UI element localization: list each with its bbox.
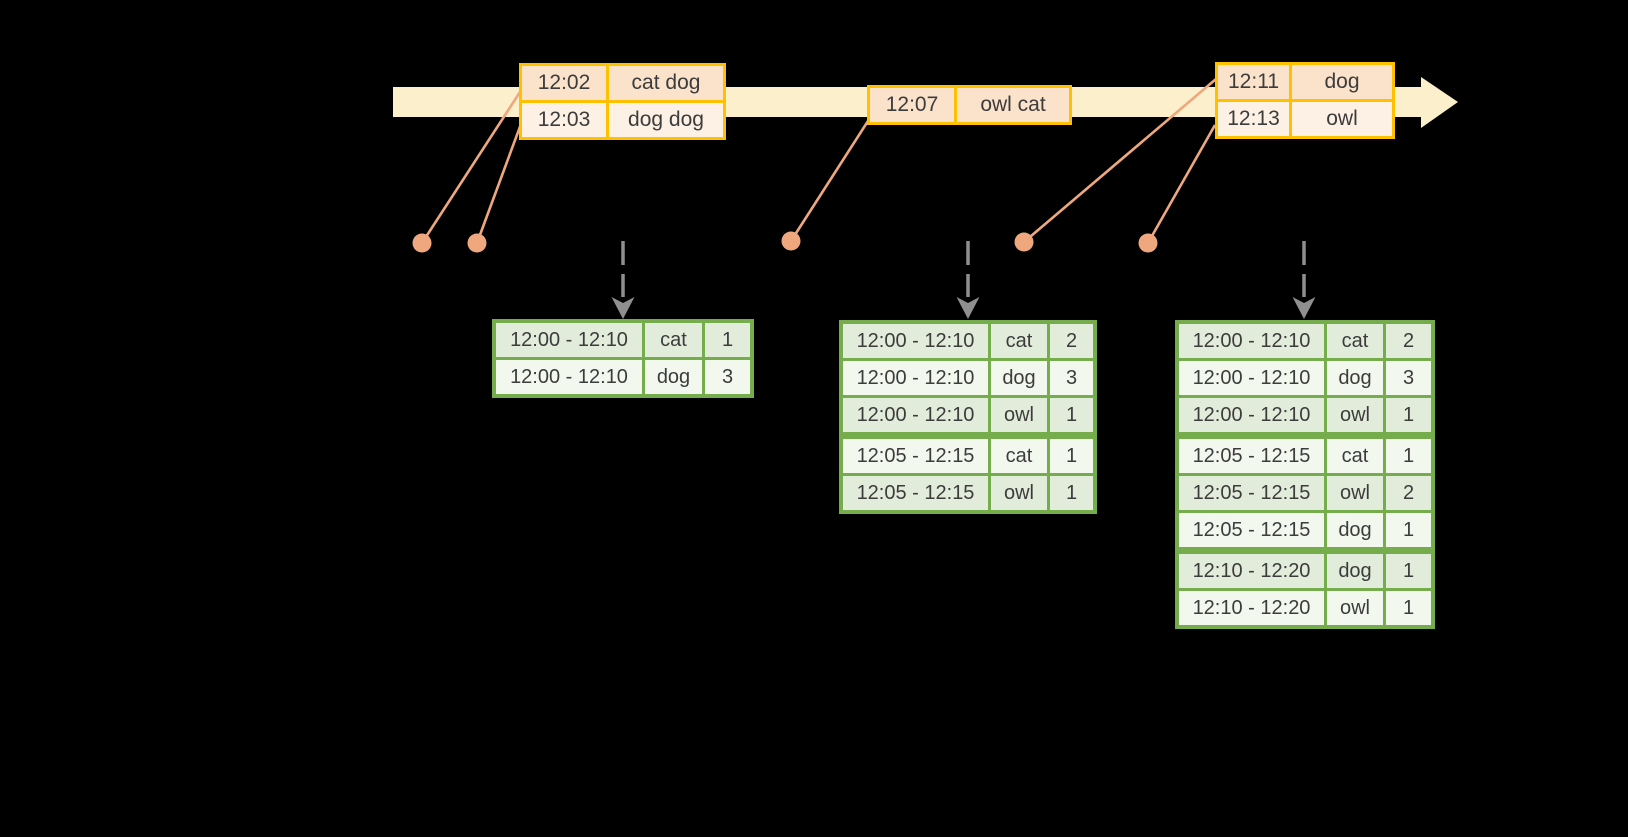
word-cell: cat: [1327, 439, 1383, 473]
trigger-arrowhead-icon: [956, 297, 980, 319]
event-connector-line: [1023, 78, 1217, 243]
event-words-cell: cat dog: [609, 66, 723, 100]
event-connector-line: [420, 91, 522, 244]
count-cell: 1: [1386, 398, 1431, 432]
event-dot: [467, 233, 487, 253]
word-cell: cat: [645, 323, 702, 357]
window-cell: 12:10 - 12:20: [1179, 591, 1324, 625]
window-cell: 12:00 - 12:10: [496, 360, 642, 394]
word-cell: dog: [1327, 554, 1383, 588]
count-cell: 1: [1386, 554, 1431, 588]
count-cell: 1: [1386, 439, 1431, 473]
count-cell: 1: [1386, 591, 1431, 625]
event-dot: [781, 231, 801, 251]
event-connector-line: [475, 123, 523, 244]
count-cell: 1: [705, 323, 750, 357]
word-cell: owl: [1327, 476, 1383, 510]
word-cell: cat: [991, 439, 1047, 473]
count-cell: 1: [1386, 513, 1431, 547]
count-cell: 1: [1050, 476, 1093, 510]
window-cell: 12:00 - 12:10: [1179, 361, 1324, 395]
trigger-arrowhead-icon: [611, 297, 635, 319]
event-time-cell: 12:11: [1218, 65, 1289, 99]
window-cell: 12:00 - 12:10: [496, 323, 642, 357]
window-cell: 12:05 - 12:15: [1179, 476, 1324, 510]
word-cell: owl: [991, 476, 1047, 510]
event-words-cell: owl: [1292, 102, 1392, 136]
count-cell: 3: [1050, 361, 1093, 395]
timeline-arrowhead-icon: [1421, 77, 1458, 128]
window-cell: 12:05 - 12:15: [843, 476, 988, 510]
count-cell: 1: [1050, 398, 1093, 432]
event-words-cell: dog: [1292, 65, 1392, 99]
window-cell: 12:05 - 12:15: [1179, 439, 1324, 473]
word-cell: owl: [991, 398, 1047, 432]
word-cell: owl: [1327, 398, 1383, 432]
window-cell: 12:10 - 12:20: [1179, 554, 1324, 588]
count-cell: 3: [705, 360, 750, 394]
word-cell: cat: [1327, 324, 1383, 358]
event-connector-line: [789, 120, 870, 242]
trigger-arrowhead-icon: [1292, 297, 1316, 319]
event-time-cell: 12:13: [1218, 102, 1289, 136]
event-words-cell: owl cat: [957, 88, 1069, 122]
event-time-cell: 12:02: [522, 66, 606, 100]
window-cell: 12:00 - 12:10: [843, 324, 988, 358]
count-cell: 1: [1050, 439, 1093, 473]
word-cell: owl: [1327, 591, 1383, 625]
window-cell: 12:00 - 12:10: [843, 398, 988, 432]
event-dot: [412, 233, 432, 253]
word-cell: dog: [1327, 361, 1383, 395]
event-time-cell: 12:07: [870, 88, 954, 122]
word-cell: dog: [645, 360, 702, 394]
event-time-cell: 12:03: [522, 103, 606, 137]
count-cell: 2: [1386, 476, 1431, 510]
window-cell: 12:00 - 12:10: [1179, 398, 1324, 432]
event-words-cell: dog dog: [609, 103, 723, 137]
word-cell: dog: [991, 361, 1047, 395]
event-connector-line: [1146, 124, 1217, 244]
event-dot: [1014, 232, 1034, 252]
count-cell: 3: [1386, 361, 1431, 395]
window-cell: 12:05 - 12:15: [843, 439, 988, 473]
window-cell: 12:05 - 12:15: [1179, 513, 1324, 547]
event-dot: [1138, 233, 1158, 253]
count-cell: 2: [1050, 324, 1093, 358]
word-cell: dog: [1327, 513, 1383, 547]
window-cell: 12:00 - 12:10: [1179, 324, 1324, 358]
window-cell: 12:00 - 12:10: [843, 361, 988, 395]
count-cell: 2: [1386, 324, 1431, 358]
word-cell: cat: [991, 324, 1047, 358]
